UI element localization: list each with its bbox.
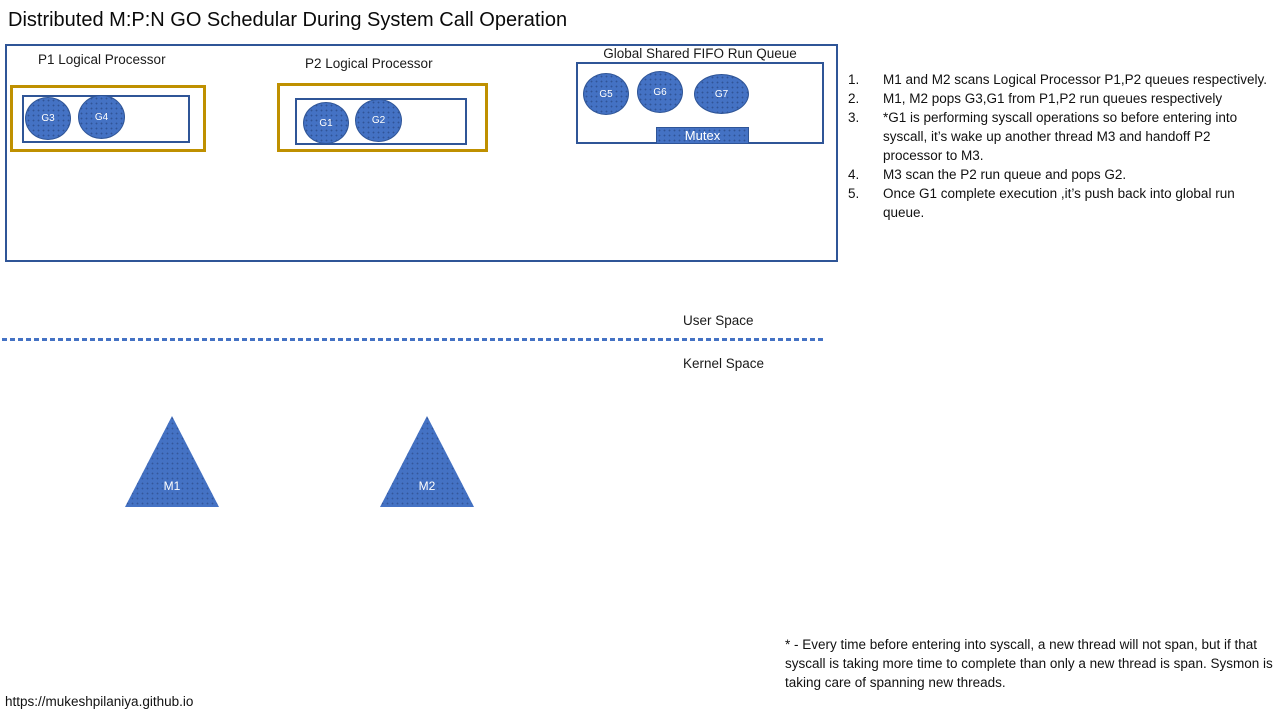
thread-m1-label: M1 — [163, 479, 181, 493]
step-number: 3. — [848, 110, 860, 125]
step-number: 1. — [848, 72, 860, 87]
page-title: Distributed M:P:N GO Schedular During Sy… — [8, 9, 568, 31]
user-kernel-divider — [2, 338, 824, 341]
thread-m2-triangle: M2 — [380, 416, 474, 507]
step-text: M1, M2 pops G3,G1 from P1,P2 run queues … — [883, 91, 1223, 106]
p1-processor-label: P1 Logical Processor — [38, 52, 166, 67]
step-number: 4. — [848, 167, 860, 182]
step-item-1: 1. M1 and M2 scans Logical Processor P1,… — [848, 70, 1268, 89]
step-text: M1 and M2 scans Logical Processor P1,P2 … — [883, 72, 1267, 87]
global-queue-label: Global Shared FIFO Run Queue — [603, 46, 797, 61]
step-number: 5. — [848, 186, 860, 201]
goroutine-g4: G4 — [78, 95, 125, 139]
thread-m2-label: M2 — [418, 479, 436, 493]
kernel-space-label: Kernel Space — [683, 356, 765, 371]
step-number: 2. — [848, 91, 860, 106]
step-text: *G1 is performing syscall operations so … — [883, 110, 1238, 163]
step-item-4: 4. M3 scan the P2 run queue and pops G2. — [848, 165, 1268, 184]
step-item-5: 5. Once G1 complete execution ,it’s push… — [848, 184, 1268, 222]
goroutine-g2: G2 — [355, 99, 402, 142]
goroutine-g7: G7 — [694, 74, 749, 114]
goroutine-g5: G5 — [583, 73, 629, 115]
p2-processor-label: P2 Logical Processor — [305, 56, 433, 71]
goroutine-g6: G6 — [637, 71, 683, 113]
mutex-bar: Mutex — [656, 127, 749, 144]
source-url: https://mukeshpilaniya.github.io — [5, 694, 194, 709]
thread-m1-triangle: M1 — [125, 416, 219, 507]
goroutine-g3: G3 — [25, 97, 71, 140]
goroutine-g1: G1 — [303, 102, 349, 144]
step-text: M3 scan the P2 run queue and pops G2. — [883, 167, 1127, 182]
footnote-text: * - Every time before entering into sysc… — [785, 637, 1273, 690]
step-text: Once G1 complete execution ,it’s push ba… — [883, 186, 1235, 220]
step-item-2: 2. M1, M2 pops G3,G1 from P1,P2 run queu… — [848, 89, 1268, 108]
user-space-label: User Space — [683, 313, 754, 328]
steps-list: 1. M1 and M2 scans Logical Processor P1,… — [848, 70, 1268, 222]
step-item-3: 3. *G1 is performing syscall operations … — [848, 108, 1268, 165]
